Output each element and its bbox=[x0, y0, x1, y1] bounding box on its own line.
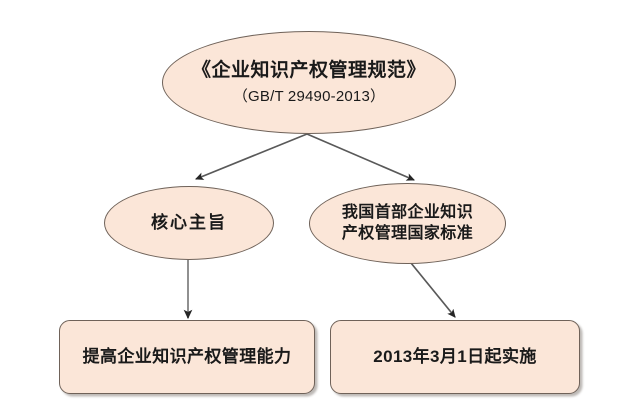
node-first-national-standard-label: 我国首部企业知识 产权管理国家标准 bbox=[341, 204, 474, 242]
node-standard-title-code-text: （GB/T 29490-2013） bbox=[232, 87, 386, 105]
node-effective-date-label: 2013年3月1日起实施 bbox=[373, 347, 537, 367]
node-core-purpose[interactable]: 核心主旨 bbox=[104, 186, 274, 260]
node-standard-title[interactable]: 《企业知识产权管理规范》 （GB/T 29490-2013） bbox=[162, 31, 456, 134]
connector-title-to-first-national-standard bbox=[306, 133, 415, 181]
node-improve-capability-label: 提高企业知识产权管理能力 bbox=[82, 347, 292, 367]
node-improve-capability[interactable]: 提高企业知识产权管理能力 bbox=[59, 320, 315, 394]
node-effective-date[interactable]: 2013年3月1日起实施 bbox=[330, 320, 580, 394]
node-core-purpose-label: 核心主旨 bbox=[151, 213, 227, 233]
node-first-national-standard[interactable]: 我国首部企业知识 产权管理国家标准 bbox=[309, 183, 506, 264]
connector-first-national-standard-to-effective-date bbox=[410, 262, 456, 318]
node-standard-title-main-text: 《企业知识产权管理规范》 bbox=[191, 60, 426, 82]
connector-title-to-core-purpose bbox=[195, 133, 308, 180]
